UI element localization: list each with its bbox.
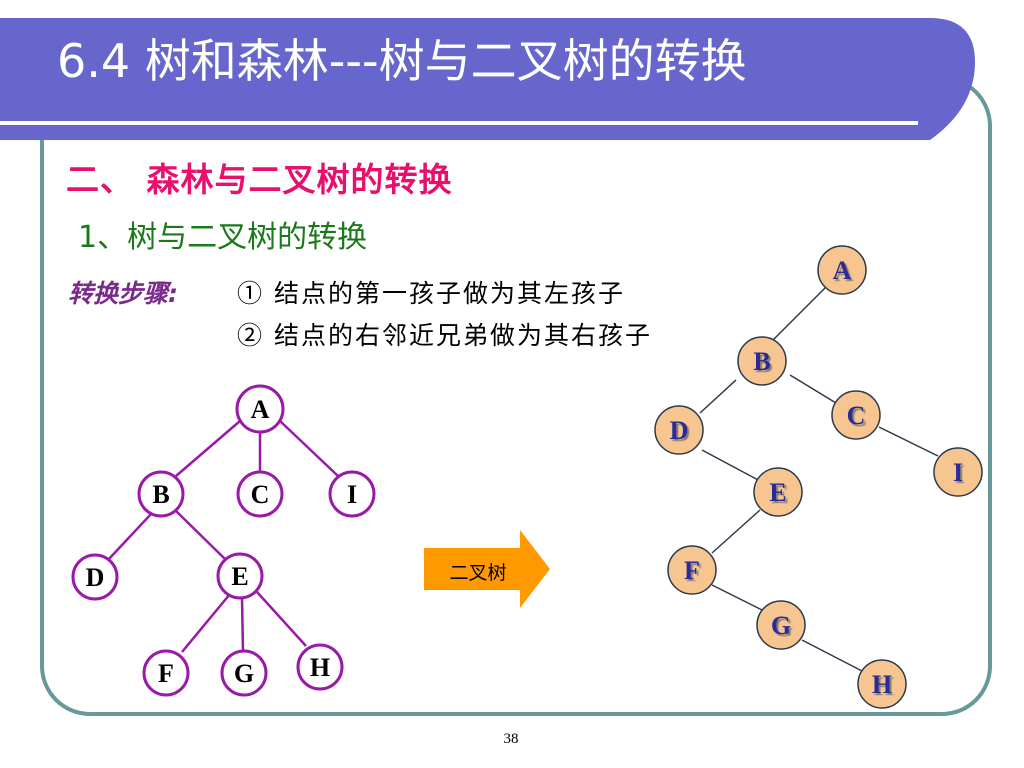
title-bar	[0, 18, 975, 140]
binary-node-g	[756, 600, 806, 650]
arrow-label: 二叉树	[449, 562, 507, 584]
original-tree-labels: A B C I D E F G H	[86, 395, 357, 688]
tree-label: F	[158, 659, 174, 688]
binary-edge	[769, 286, 827, 344]
binary-node-a	[817, 245, 867, 295]
section-heading: 二、 森林与二叉树的转换	[66, 160, 453, 199]
tree-node-d	[71, 553, 119, 601]
binary-node-c	[831, 390, 881, 440]
binary-label: E	[769, 478, 786, 507]
binary-label: H	[872, 670, 892, 699]
tree-edge	[174, 509, 226, 560]
tree-node-h	[296, 643, 344, 691]
original-tree-nodes	[71, 384, 376, 697]
tree-label: D	[86, 563, 105, 592]
binary-edge	[699, 379, 737, 414]
tree-edge	[175, 420, 241, 477]
tree-node-c	[236, 470, 284, 518]
slide-title: 6.4 树和森林---树与二叉树的转换	[57, 34, 747, 88]
binary-tree	[699, 286, 939, 672]
binary-tree-labels: A B C I D E F G H	[670, 256, 963, 699]
tree-label: C	[251, 480, 270, 509]
tree-label: B	[152, 480, 169, 509]
binary-label: A	[833, 256, 852, 285]
tree-node-b	[137, 470, 185, 518]
binary-label: F	[684, 556, 700, 585]
steps-label: 转换步骤:	[68, 279, 178, 308]
binary-tree-nodes	[654, 245, 983, 709]
binary-edge	[711, 509, 761, 554]
title-underline	[0, 121, 918, 125]
binary-label: I	[953, 458, 963, 487]
tree-label: A	[251, 395, 270, 424]
original-tree	[107, 420, 339, 653]
binary-node-b	[737, 336, 787, 386]
tree-edge	[256, 591, 307, 647]
tree-edge	[107, 512, 153, 561]
binary-node-f	[667, 545, 717, 595]
tree-node-i	[328, 470, 376, 518]
tree-label: I	[347, 480, 357, 509]
tree-edge	[181, 593, 231, 653]
binary-node-e	[753, 467, 803, 517]
tree-label: G	[234, 659, 254, 688]
tree-node-g	[220, 649, 268, 697]
binary-label: C	[847, 401, 866, 430]
binary-edge	[711, 584, 763, 611]
subheading: 1、树与二叉树的转换	[78, 220, 368, 255]
binary-label: G	[771, 611, 791, 640]
binary-node-i	[933, 447, 983, 497]
tree-node-e	[216, 552, 264, 600]
tree-node-a	[235, 384, 285, 434]
step-2: ② 结点的右邻近兄弟做为其右孩子	[237, 321, 652, 350]
tree-edge	[240, 597, 245, 653]
binary-node-d	[654, 405, 704, 455]
tree-label: H	[310, 653, 330, 682]
tree-label: E	[231, 562, 248, 591]
step-1: ① 结点的第一孩子做为其左孩子	[237, 279, 625, 308]
binary-edge	[801, 639, 863, 672]
binary-edge	[878, 426, 939, 457]
binary-edge	[701, 449, 761, 482]
binary-label: D	[670, 416, 689, 445]
conversion-arrow	[424, 530, 550, 608]
binary-edge	[789, 374, 837, 404]
tree-edge	[279, 420, 339, 477]
tree-node-f	[142, 649, 190, 697]
binary-label: B	[753, 347, 770, 376]
page-number: 38	[503, 731, 519, 747]
binary-node-h	[857, 659, 907, 709]
